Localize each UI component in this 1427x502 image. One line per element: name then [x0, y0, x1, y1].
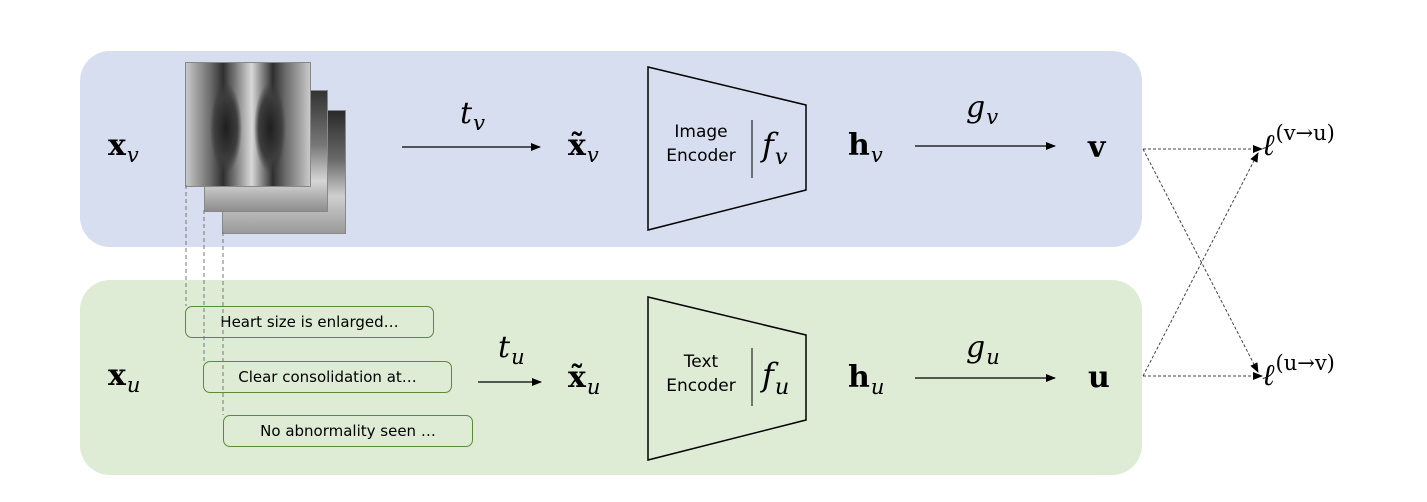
loss-v-to-u-label: ℓ(v→u) — [1262, 121, 1335, 163]
vision-augmented-label: x̃v — [568, 128, 599, 168]
vision-projection-label: gv — [966, 90, 999, 130]
loss-u-to-v-label: ℓ(u→v) — [1262, 351, 1335, 393]
vision-embedding-label: v — [1088, 130, 1106, 165]
text-augmented-label: x̃u — [568, 360, 601, 400]
image-encoder-label: Image Encoder — [666, 122, 736, 166]
text-hidden-label: hu — [848, 360, 885, 400]
u-to-loss-vu — [1142, 152, 1259, 377]
report-text-1: Heart size is enlarged… — [185, 306, 434, 338]
text-transform-label: tu — [498, 330, 525, 370]
report-text-2: Clear consolidation at… — [203, 361, 452, 393]
image-encoder-function: fv — [762, 126, 788, 170]
vision-input-label: xv — [108, 128, 139, 168]
v-to-loss-uv — [1142, 148, 1259, 373]
text-encoder-label: Text Encoder — [666, 352, 736, 396]
report-text-3: No abnormality seen … — [223, 415, 473, 447]
vision-transform-label: tv — [460, 96, 485, 136]
vision-hidden-label: hv — [848, 128, 883, 168]
text-projection-label: gu — [966, 330, 1000, 370]
text-encoder-function: fu — [762, 356, 790, 400]
image-encoder-shape — [647, 66, 807, 231]
xray-image-1 — [185, 62, 311, 187]
text-encoder-shape — [647, 296, 807, 461]
text-input-label: xu — [108, 358, 141, 398]
text-embedding-label: u — [1088, 360, 1110, 395]
